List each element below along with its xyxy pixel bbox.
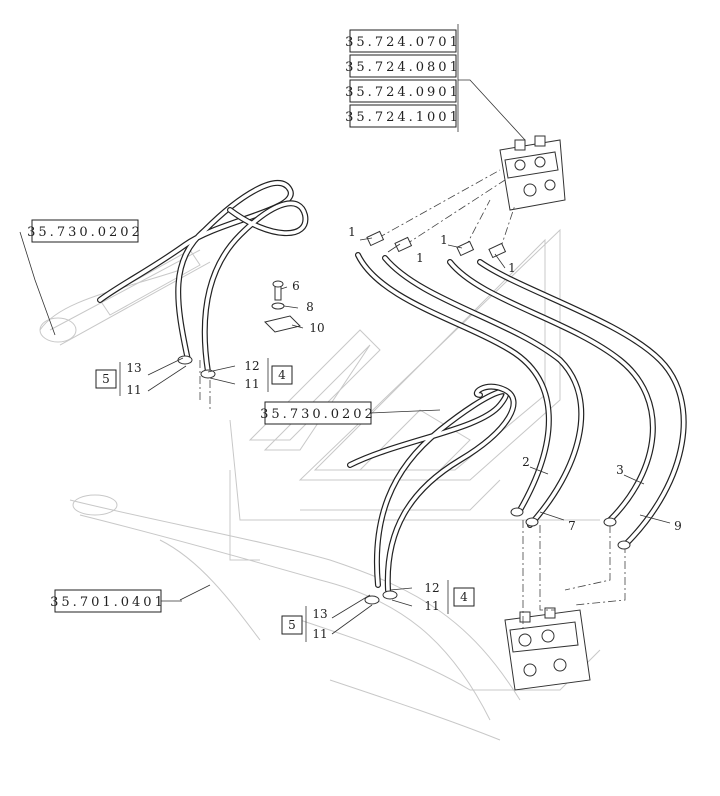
fittings [177, 230, 631, 605]
clamp-hardware [264, 280, 301, 333]
kit-d-box-label: 4 [460, 590, 468, 604]
reference-box-left: 35.730.0202 [27, 219, 143, 243]
control-valve-bottom [504, 607, 591, 691]
kit-d-12: 12 [424, 581, 439, 595]
callout-2: 2 [522, 455, 530, 469]
kit-b-box-label: 4 [278, 368, 286, 382]
ref-label-6: 35.730.0202 [260, 407, 376, 422]
hoses [97, 179, 687, 593]
washer [271, 302, 285, 310]
ref-label-2: 35.724.0801 [345, 60, 461, 75]
ref-label-1: 35.724.0701 [345, 35, 461, 50]
lift-cylinder [49, 249, 211, 346]
hose-upper-left-a [97, 179, 294, 363]
ref-label-7: 35.701.0401 [50, 595, 166, 610]
ref-label-5: 35.730.0202 [27, 225, 143, 240]
callout-1-c: 1 [440, 233, 448, 247]
callout-1-b: 1 [416, 251, 424, 265]
kit-a-11: 11 [126, 383, 141, 397]
kit-callout-c: 5 13 11 [281, 606, 328, 642]
kit-a-13: 13 [126, 361, 141, 375]
kit-callout-d: 12 11 4 [424, 580, 475, 614]
kit-b-12: 12 [244, 359, 259, 373]
callout-7: 7 [568, 519, 576, 533]
ref-label-4: 35.724.1001 [345, 110, 461, 125]
kit-a-box-label: 5 [102, 372, 110, 386]
hose-middle-b [384, 383, 517, 593]
item-callouts: 1 1 1 1 6 8 10 2 7 3 9 [292, 225, 682, 533]
leader-lines [19, 79, 671, 635]
ghost-background [39, 228, 601, 741]
kit-c-13: 13 [312, 607, 327, 621]
kit-d-11: 11 [424, 599, 439, 613]
control-valve-top [499, 135, 566, 211]
kit-callout-b: 12 11 4 [244, 358, 293, 392]
reference-box-middle: 35.730.0202 [260, 401, 376, 425]
kit-b-11: 11 [244, 377, 259, 391]
callout-1-d: 1 [508, 261, 516, 275]
callout-6: 6 [292, 279, 300, 293]
clamp-plate [264, 315, 301, 333]
connection-lines [199, 169, 626, 630]
callout-10: 10 [309, 321, 324, 335]
kit-callout-a: 5 13 11 [95, 361, 142, 397]
reference-box-bottom: 35.701.0401 [50, 589, 182, 613]
kit-c-box-label: 5 [288, 618, 296, 632]
callout-3: 3 [616, 463, 624, 477]
callout-1-a: 1 [348, 225, 356, 239]
callout-9: 9 [674, 519, 682, 533]
kit-c-11: 11 [312, 627, 327, 641]
reference-group-top: 35.724.0701 35.724.0801 35.724.0901 35.7… [345, 24, 461, 132]
callout-8: 8 [306, 300, 314, 314]
ref-label-3: 35.724.0901 [345, 85, 461, 100]
hose-2 [355, 252, 552, 513]
